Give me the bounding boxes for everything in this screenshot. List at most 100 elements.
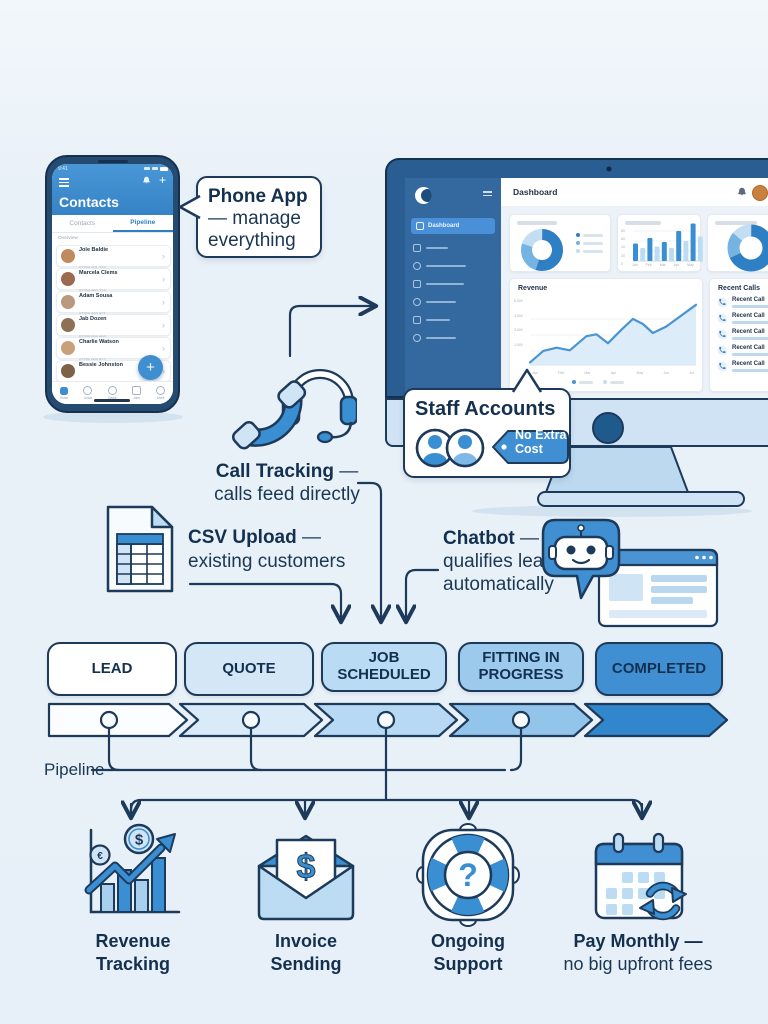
benefit-pay-monthly: Pay Monthly —no big upfront fees	[563, 931, 713, 974]
phone-tabs: Contacts Pipeline	[52, 215, 173, 233]
leads-icon	[83, 386, 93, 395]
phone-header: 9:41 + Contacts	[52, 164, 173, 215]
menu-icon	[413, 262, 421, 270]
monitor-camera-dot	[606, 166, 612, 172]
tab-contacts[interactable]: Contacts	[69, 220, 96, 227]
pipeline-label: Pipeline	[44, 760, 105, 779]
sidebar-item[interactable]	[413, 280, 464, 288]
more-icon	[156, 386, 166, 395]
nav-item-more[interactable]: More	[156, 386, 166, 400]
monitor-stand	[537, 412, 745, 507]
sidebar-item-dashboard-active[interactable]: Dashboard	[411, 218, 495, 234]
sidebar-item[interactable]	[413, 298, 456, 306]
phone-bottom-nav: Home Leads Deals Jobs More	[52, 381, 173, 404]
callout-title: Phone App	[208, 186, 308, 207]
contact-row[interactable]: Charlie Watson07700 905 912 ›	[56, 337, 171, 362]
avatar	[61, 318, 75, 332]
sidebar-item[interactable]	[413, 316, 450, 324]
fab-add-button[interactable]: +	[138, 355, 163, 380]
stage-fitting-in-progress: FITTING IN PROGRESS	[458, 642, 584, 692]
ongoing-support-icon: ?	[416, 823, 520, 927]
chevron-right-icon: ›	[162, 342, 165, 353]
badge-text: No Extra Cost	[515, 428, 567, 457]
chatbot-text: Chatbot — qualifies leads automatically	[443, 528, 564, 595]
sidebar-hamburger-icon[interactable]	[483, 191, 492, 196]
contact-row[interactable]: Adam Sousa07700 903 871 ›	[56, 291, 171, 316]
nav-item-jobs[interactable]: Jobs	[132, 386, 142, 400]
csv-file-icon	[106, 505, 174, 593]
donut-card-1	[509, 214, 611, 272]
callout-tail	[178, 194, 201, 220]
bar-chart	[633, 223, 703, 262]
phone-icon	[717, 297, 728, 308]
stage-marker	[511, 710, 531, 730]
stage-marker	[376, 710, 396, 730]
stage-marker	[99, 710, 119, 730]
dollar-glyph: $	[135, 832, 144, 849]
hamburger-icon[interactable]	[59, 178, 69, 187]
sidebar-item[interactable]	[413, 262, 466, 270]
phone-icon	[717, 361, 728, 372]
recent-call-row[interactable]: Recent Call 0:58	[717, 313, 768, 324]
csv-upload-text: CSV Upload — existing customers	[188, 527, 346, 572]
phone-icon	[717, 313, 728, 324]
dashboard-title: Dashboard	[513, 187, 558, 197]
home-indicator	[94, 399, 130, 402]
recent-call-row[interactable]: Recent Call 1:24	[717, 297, 768, 308]
sidebar-item[interactable]	[413, 334, 456, 342]
phone-app-title: Contacts	[59, 194, 119, 210]
contact-row[interactable]: Jole Baldie07700 901 234 ›	[56, 245, 171, 270]
add-icon[interactable]: +	[158, 173, 166, 187]
contact-row[interactable]: Marcela Clems07700 902 215 ›	[56, 268, 171, 293]
menu-icon	[413, 298, 421, 306]
nav-item-home[interactable]: Home	[59, 386, 68, 400]
phone-icon	[717, 329, 728, 340]
menu-icon	[413, 334, 421, 342]
revenue-legend	[572, 380, 624, 384]
home-icon	[59, 386, 68, 395]
question-glyph: ?	[458, 857, 478, 893]
callout-title: Staff Accounts	[415, 398, 556, 420]
avatar	[61, 272, 75, 286]
bell-icon[interactable]	[142, 176, 151, 185]
refresh-arrows-icon	[639, 881, 687, 921]
status-time: 9:41	[58, 166, 68, 172]
nav-item-leads[interactable]: Leads	[83, 386, 93, 400]
jobs-icon	[132, 386, 142, 395]
revenue-tracking-icon: $ €	[84, 823, 181, 914]
phone-icon	[717, 345, 728, 356]
avatar[interactable]	[752, 185, 768, 201]
donut-card-2	[707, 214, 768, 272]
nav-item-deals[interactable]: Deals	[107, 386, 117, 400]
recent-call-row[interactable]: Recent Call 2:10	[717, 329, 768, 340]
call-tracking-text: Call Tracking — calls feed directly	[214, 461, 360, 506]
tab-pipeline[interactable]: Pipeline	[112, 215, 173, 232]
stage-job-scheduled: JOB SCHEDULED	[321, 642, 447, 692]
menu-icon	[413, 316, 421, 324]
bell-icon[interactable]	[737, 187, 747, 197]
avatar	[61, 295, 75, 309]
call-tracking-icon	[231, 369, 357, 450]
contact-row[interactable]: Jab Dozen07700 904 466 ›	[56, 314, 171, 339]
stage-marker	[241, 710, 261, 730]
recent-call-row[interactable]: Recent Call 0:43	[717, 345, 768, 356]
stage-lead: LEAD	[47, 642, 177, 696]
chevron-right-icon: ›	[162, 365, 165, 376]
recent-call-row[interactable]: Recent Call 3:05	[717, 361, 768, 372]
avatar	[61, 341, 75, 355]
sidebar-active-label: Dashboard	[428, 223, 460, 229]
menu-icon	[413, 280, 421, 288]
dashboard-icon	[416, 222, 424, 230]
sidebar-item[interactable]	[413, 244, 448, 252]
pipeline-chevrons	[47, 702, 729, 738]
dollar-glyph: $	[297, 848, 316, 886]
